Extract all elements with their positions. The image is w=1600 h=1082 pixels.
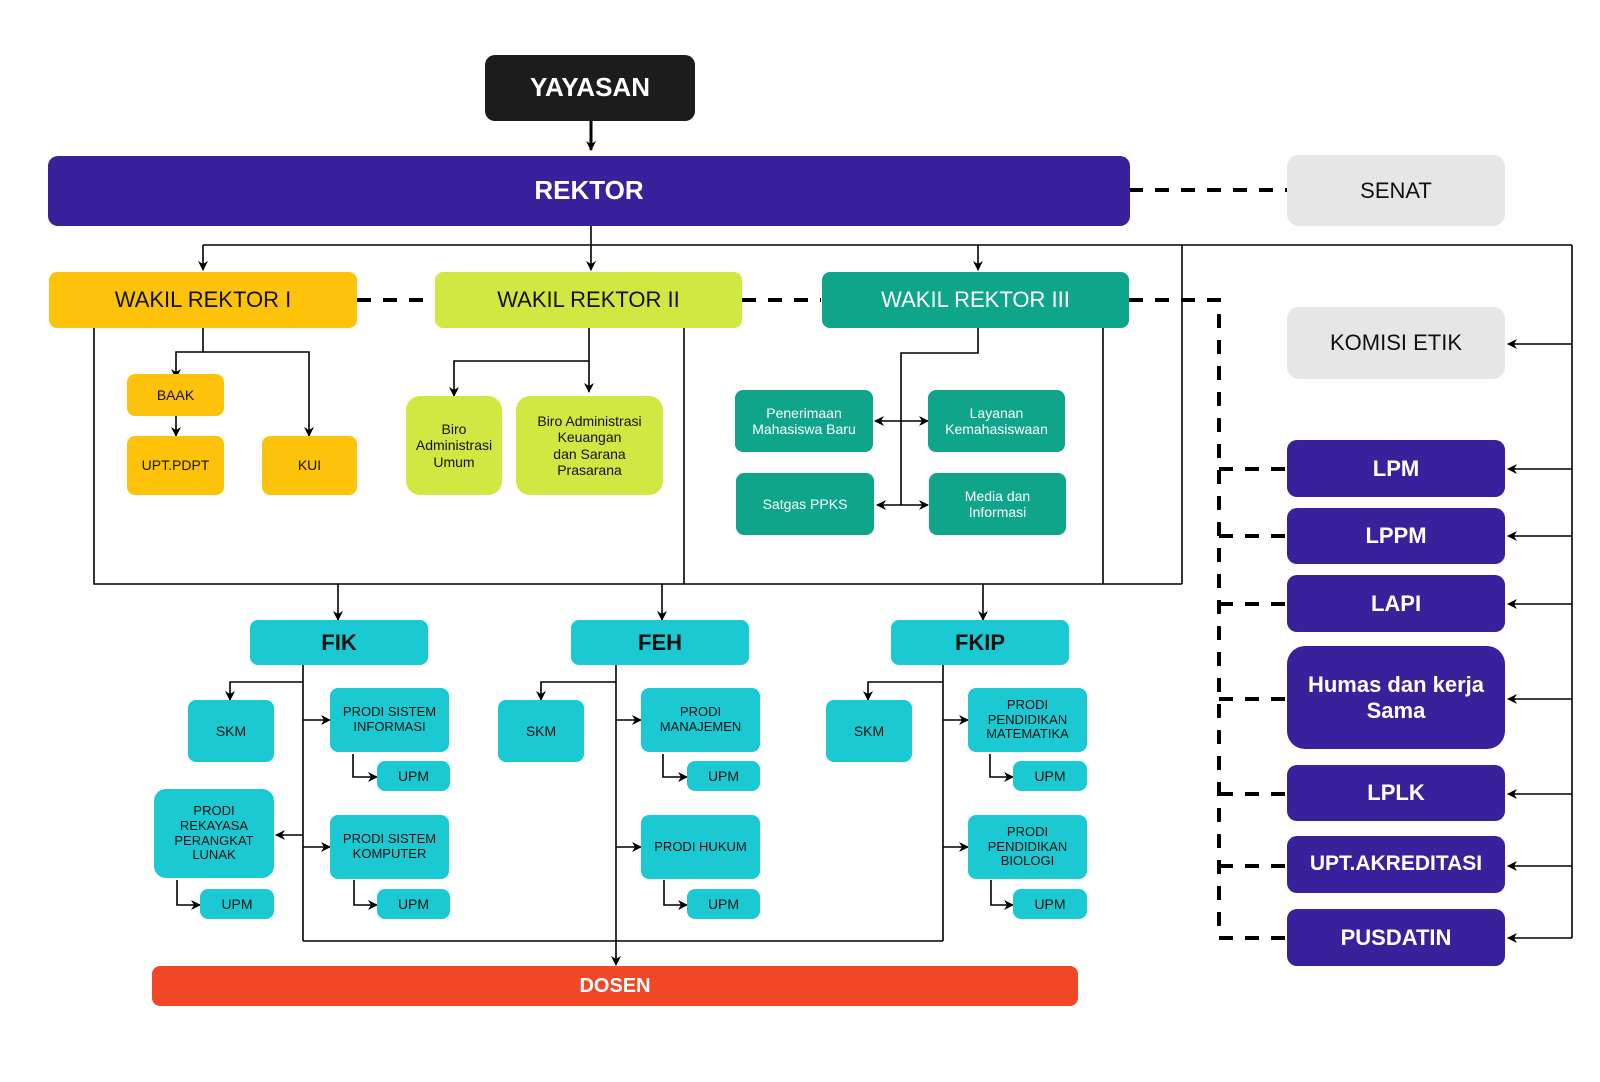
fkip-mat-upm-box: UPM <box>1013 761 1087 791</box>
lapi-box: LAPI <box>1287 575 1505 632</box>
kui-box: KUI <box>262 436 357 495</box>
fik-skm-box: SKM <box>188 700 274 762</box>
fik-prodi-sistem-komputer-box: PRODI SISTEM KOMPUTER <box>330 815 449 879</box>
fkip-prodi-pend-biologi-box: PRODI PENDIDIKAN BIOLOGI <box>968 815 1087 879</box>
biro-administrasi-umum-box: Biro Administrasi Umum <box>406 396 502 495</box>
lppm-box: LPPM <box>1287 508 1505 564</box>
layanan-kemahasiswaan-box: Layanan Kemahasiswaan <box>928 390 1065 452</box>
komisi-etik-box: KOMISI ETIK <box>1287 307 1505 379</box>
fik-prodi-sistem-informasi-box: PRODI SISTEM INFORMASI <box>330 688 449 752</box>
fik-si-upm-box: UPM <box>377 761 450 791</box>
rektor-box: REKTOR <box>48 156 1130 226</box>
wakil-rektor-3-box: WAKIL REKTOR III <box>822 272 1129 328</box>
lplk-box: LPLK <box>1287 765 1505 821</box>
feh-skm-box: SKM <box>498 700 584 762</box>
fik-rpl-upm-box: UPM <box>200 889 274 919</box>
feh-man-upm-box: UPM <box>687 761 760 791</box>
dosen-box: DOSEN <box>152 966 1078 1006</box>
upt-pdpt-box: UPT.PDPT <box>127 436 224 495</box>
fkip-skm-box: SKM <box>826 700 912 762</box>
feh-hukum-upm-box: UPM <box>687 889 760 919</box>
media-dan-informasi-box: Media dan Informasi <box>929 473 1066 535</box>
baak-box: BAAK <box>127 374 224 416</box>
faculty-fik-box: FIK <box>250 620 428 665</box>
satgas-ppks-box: Satgas PPKS <box>736 473 874 535</box>
humas-kerja-sama-box: Humas dan kerja Sama <box>1287 646 1505 749</box>
fkip-bio-upm-box: UPM <box>1013 889 1087 919</box>
lpm-box: LPM <box>1287 440 1505 497</box>
yayasan-box: YAYASAN <box>485 55 695 121</box>
wakil-rektor-1-box: WAKIL REKTOR I <box>49 272 357 328</box>
wakil-rektor-2-box: WAKIL REKTOR II <box>435 272 742 328</box>
fkip-prodi-pend-matematika-box: PRODI PENDIDIKAN MATEMATIKA <box>968 688 1087 752</box>
senat-box: SENAT <box>1287 155 1505 226</box>
faculty-feh-box: FEH <box>571 620 749 665</box>
feh-prodi-hukum-box: PRODI HUKUM <box>641 815 760 879</box>
upt-akreditasi-box: UPT.AKREDITASI <box>1287 836 1505 893</box>
pusdatin-box: PUSDATIN <box>1287 909 1505 966</box>
penerimaan-mahasiswa-baru-box: Penerimaan Mahasiswa Baru <box>735 390 873 452</box>
feh-prodi-manajemen-box: PRODI MANAJEMEN <box>641 688 760 752</box>
fik-sk-upm-box: UPM <box>377 889 450 919</box>
biro-administrasi-keuangan-box: Biro Administrasi Keuangan dan Sarana Pr… <box>516 396 663 495</box>
faculty-fkip-box: FKIP <box>891 620 1069 665</box>
fik-prodi-rpl-box: PRODI REKAYASA PERANGKAT LUNAK <box>154 789 274 878</box>
